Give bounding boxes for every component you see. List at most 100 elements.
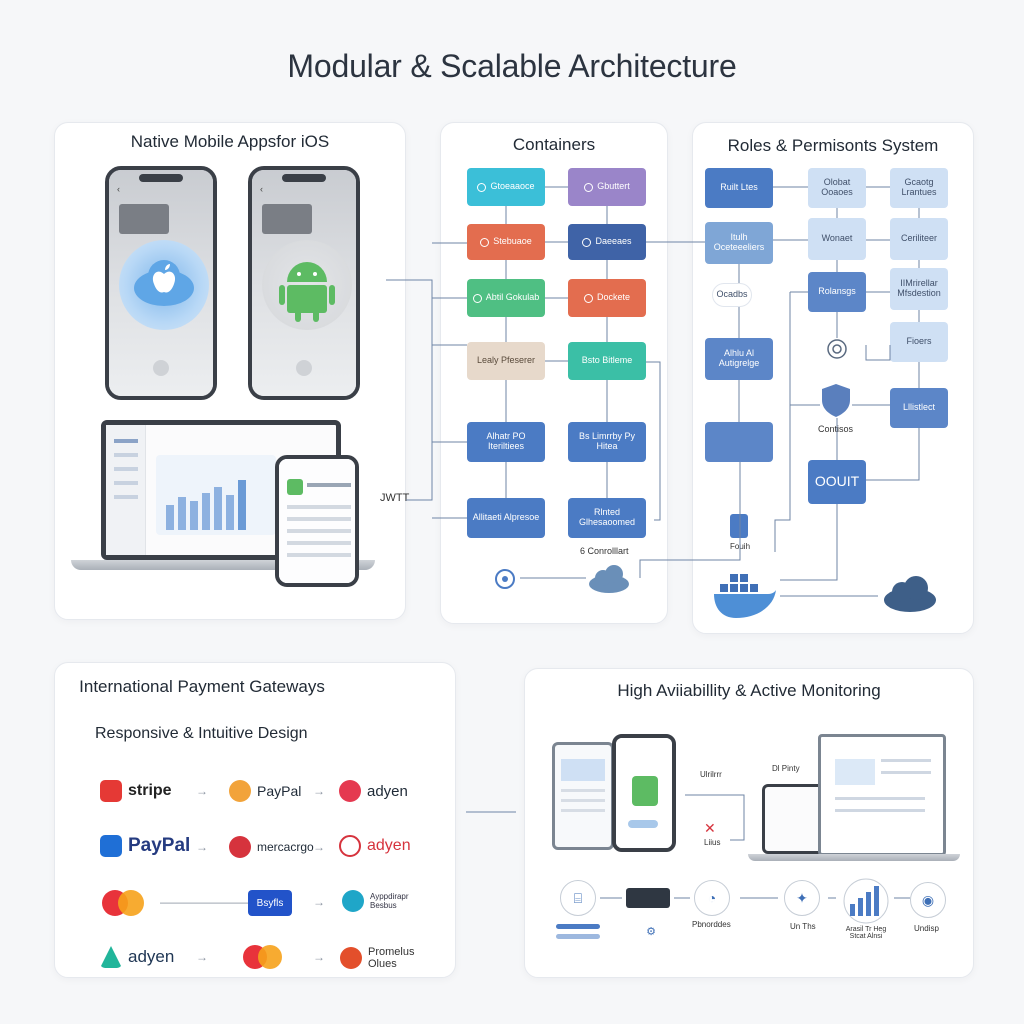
small-phone	[275, 455, 359, 587]
monitor-label-1: Ulrilrrr	[700, 770, 722, 779]
controller-label: 6 Conrolllart	[580, 546, 629, 556]
gateway-logo: Ayppdirapr Besbus	[342, 890, 426, 912]
container-node-6: Dockete	[568, 279, 646, 317]
role-node-6: Ceriliteer	[890, 218, 948, 260]
back-chevron-icon: ‹	[117, 184, 120, 194]
docker-whale-icon	[714, 574, 776, 618]
role-node-9: IIMrirellar Mfsdestion	[890, 268, 948, 310]
mobile-apps-title: Native Mobile Appsfor iOS	[130, 132, 330, 151]
container-node-7: Lealy Pfeserer	[467, 342, 545, 380]
globe-icon: ◉	[910, 882, 946, 918]
ios-phone: ‹	[105, 166, 217, 400]
adyen-logo: adyen	[100, 946, 174, 968]
cloud-apple-icon	[119, 240, 209, 330]
container-node-10: Bs Limrrby Py Hitea	[568, 422, 646, 462]
arrow-icon: →	[196, 840, 208, 854]
card-logo	[243, 945, 282, 969]
monitor-label-2: Dl Pinty	[772, 764, 800, 773]
role-node-1: Ruilt Ltes	[705, 168, 773, 208]
monitor-label-3: Liius	[704, 838, 721, 847]
fingerprint-icon	[827, 339, 847, 359]
page-title: Modular & Scalable Architecture	[287, 48, 737, 84]
monitor-dashboard	[818, 734, 946, 856]
role-node-7: Ocadbs	[712, 283, 752, 307]
container-node-9: Alhatr PO Iteriltiees	[467, 422, 545, 462]
arrow-icon: →	[196, 950, 208, 964]
android-icon	[262, 240, 352, 330]
network-icon: ✦	[784, 880, 820, 916]
metrics-chart-icon	[843, 878, 889, 924]
monitoring-title: High Aviiabillity & Active Monitoring	[617, 681, 881, 700]
monitor-label-5: Un Ths	[790, 922, 816, 931]
role-node-13: Lllistlect	[890, 388, 948, 428]
document-icon	[730, 514, 748, 538]
arrow-icon: →	[313, 950, 325, 964]
monitor-label-6: Arasil Tr Heg Stcat Alnsi	[845, 926, 887, 940]
arrow-icon: →	[313, 784, 325, 798]
apple-icon	[153, 360, 169, 376]
paypal-logo: PayPal	[100, 835, 190, 857]
role-node-11: Fioers	[890, 322, 948, 362]
server-icon: ⌸	[560, 880, 596, 916]
arrow-icon: ————————→	[160, 895, 268, 909]
bsyfls-logo: Bsyfls	[248, 890, 292, 916]
role-node-5: Wonaet	[808, 218, 866, 260]
laptop-base	[748, 854, 960, 861]
gear-icon: ⚙	[640, 920, 662, 942]
laptop-base	[71, 560, 375, 570]
container-node-11: Allitaeti Alpresoe	[467, 498, 545, 538]
role-node-2: Olobat Ooaoes	[808, 168, 866, 208]
container-node-8: Bsto Bitleme	[568, 342, 646, 380]
containers-title: Containers	[512, 135, 596, 154]
status-bar	[556, 934, 600, 939]
apple-icon	[296, 360, 312, 376]
adyen-logo: adyen	[339, 835, 411, 857]
payments-subtitle: Responsive & Intuitive Design	[95, 725, 308, 742]
role-node-8: Rolansgs	[808, 272, 866, 312]
role-node-4: Itulh Oceteeeliers	[705, 222, 773, 264]
monitor-label-7: Undisp	[914, 924, 939, 933]
dashboard-bar-chart-icon	[166, 480, 246, 530]
android-phone: ‹	[248, 166, 360, 400]
monitoring-phone	[612, 734, 676, 852]
paypal-logo: PayPal	[229, 780, 301, 802]
mobile-apps-panel: Native Mobile Appsfor iOS ‹ ‹	[54, 122, 406, 620]
cloud-icon	[589, 565, 629, 593]
role-node-10: Alhlu Al Autigrelge	[705, 338, 773, 380]
android-icon	[632, 776, 658, 806]
container-node-4: Daeeaes	[568, 224, 646, 260]
arrow-icon: →	[313, 895, 325, 909]
gear-icon	[495, 569, 515, 589]
shield-icon	[822, 384, 850, 417]
monitor-label-4: Pbnorddes	[692, 920, 731, 929]
container-node-3: Stebuaoe	[467, 224, 545, 260]
mastercard-logo	[102, 890, 144, 916]
role-node-14: OOUIT	[808, 460, 866, 504]
adyen-logo: adyen	[339, 780, 408, 802]
tablet-device	[552, 742, 614, 850]
mercadopago-logo: mercacrgo	[229, 836, 314, 858]
cloud-icon	[884, 576, 936, 612]
role-node-10b	[705, 422, 773, 462]
role-node-3: Gcaotg Lrantues	[890, 168, 948, 208]
back-chevron-icon: ‹	[260, 184, 263, 194]
container-node-12: Rlnted Glhesaoomed	[568, 498, 646, 538]
info-card	[262, 204, 312, 234]
gateway-logo: Promelus Olues	[340, 946, 438, 970]
payments-panel: International Payment Gateways Responsiv…	[54, 662, 456, 978]
status-bar	[556, 924, 600, 929]
info-card	[119, 204, 169, 234]
container-node-1: Gtoeaaoce	[467, 168, 545, 206]
error-icon: ✕	[704, 820, 716, 836]
gauge-icon: ◔	[694, 880, 730, 916]
shield-label: Contisos	[818, 424, 854, 434]
roles-title: Roles & Permisonts System	[727, 136, 939, 155]
payments-title: International Payment Gateways	[79, 677, 325, 696]
container-node-2: Gbuttert	[568, 168, 646, 206]
arrow-icon: →	[196, 784, 208, 798]
stripe-logo: stripe	[100, 780, 172, 802]
container-node-5: Abtil Gokulab	[467, 279, 545, 317]
doc-label: Fouih	[730, 542, 751, 551]
arrow-icon: →	[313, 840, 325, 854]
jwt-label: JWTT	[380, 492, 410, 504]
